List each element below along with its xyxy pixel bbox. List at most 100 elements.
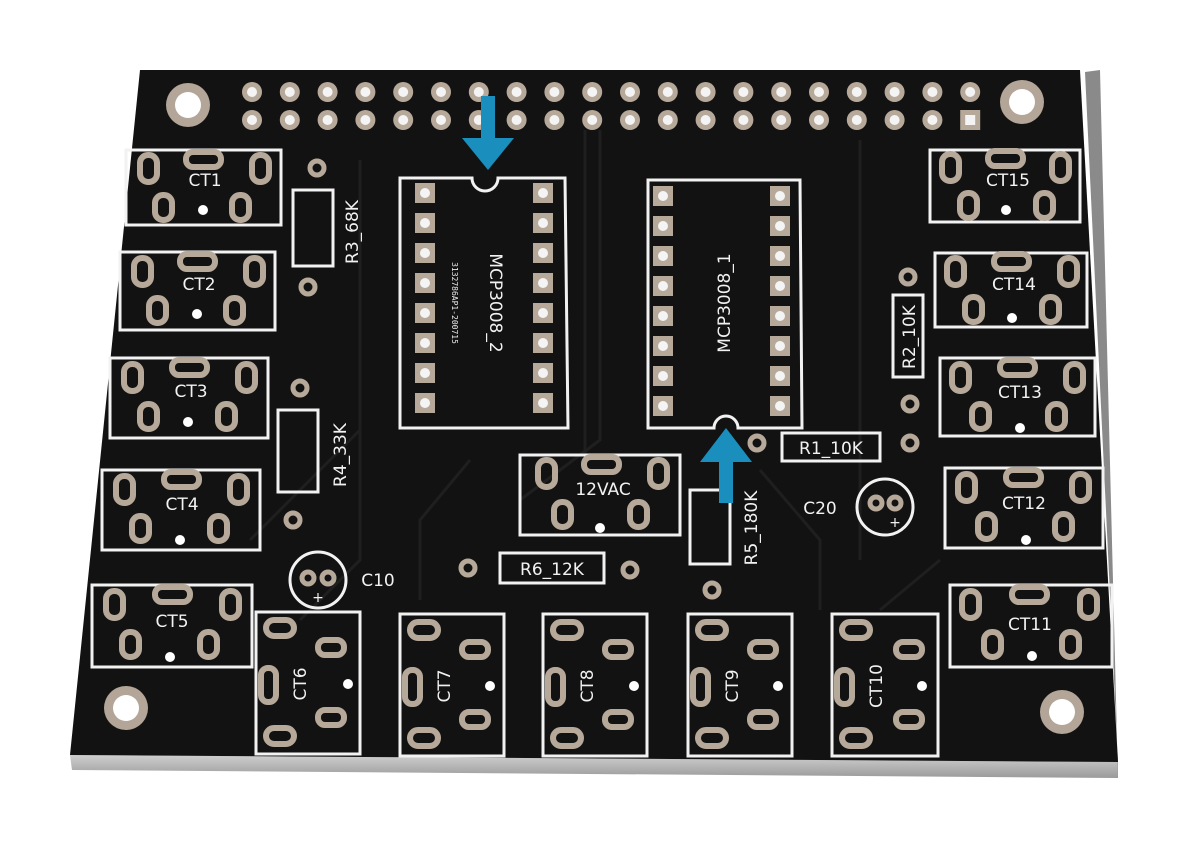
gpio-pin-hole (398, 115, 409, 125)
resistor-r4: R4_33K (276, 378, 351, 530)
ic-pin-hole (538, 278, 548, 288)
gpio-pin-hole (511, 87, 522, 97)
ic-pin-hole (538, 308, 548, 318)
arrow-up-icon (700, 428, 752, 503)
gpio-pin-hole (927, 87, 938, 97)
gpio-pin-hole (322, 87, 333, 97)
ct6-label: CT6 (291, 667, 311, 700)
gpio-pin-hole (587, 87, 598, 97)
gpio-pin-hole (511, 115, 522, 125)
c20-label: C20 (803, 499, 837, 519)
gpio-pin-hole (927, 115, 938, 125)
gpio-header (242, 82, 981, 130)
ic-pin-hole (420, 218, 430, 228)
board-edge-right (1085, 70, 1118, 778)
ct13-label: CT13 (998, 383, 1042, 403)
gpio-pin-hole (851, 87, 862, 97)
ct-connector-5: CT5 (90, 583, 254, 669)
r3-label: R3_68K (343, 199, 363, 264)
mount-hole (1049, 699, 1075, 725)
gpio-pin-hole (851, 115, 862, 125)
c10-polarity-icon: + (312, 590, 324, 606)
arrow-down-icon (462, 96, 514, 170)
ct-connector-10: CT10 (830, 612, 940, 758)
ct15-label: CT15 (986, 171, 1030, 191)
ic-socket-mcp3008-2: MCP3008_2 3132786AP1-200715 (398, 176, 570, 430)
resistor-r2: R2_10K (891, 267, 925, 453)
ic-pin-hole (658, 251, 668, 261)
c20-polarity-icon: + (889, 515, 901, 531)
ic-pin-hole (775, 221, 785, 231)
resistor-r3: R3_68K (291, 158, 363, 297)
gpio-pin-hole (625, 115, 635, 125)
mounting-holes (104, 80, 1084, 734)
gpio-pin-hole (436, 87, 446, 97)
gpio-pin-hole (776, 115, 787, 125)
gpio-pin-hole (322, 115, 333, 125)
gpio-pin-hole (436, 115, 446, 125)
gpio-pin-hole (360, 87, 371, 97)
ic-pin-hole (420, 248, 430, 258)
c10-label: C10 (361, 571, 395, 591)
gpio-pin-hole (965, 115, 976, 125)
mount-hole (113, 695, 139, 721)
ic-pin-hole (658, 401, 668, 411)
gpio-pin-hole (814, 87, 824, 97)
ct-connector-1: CT1 (124, 148, 283, 227)
ct2-label: CT2 (182, 275, 215, 295)
r5-label: R5_180K (742, 490, 762, 566)
ic-pin-hole (420, 188, 430, 198)
ic-pin-hole (538, 368, 548, 378)
gpio-pin-hole (700, 87, 711, 97)
r1-label: R1_10K (799, 439, 864, 459)
ct3-label: CT3 (174, 382, 207, 402)
ic-pin-hole (420, 398, 430, 408)
gpio-pin-hole (398, 87, 409, 97)
ct-connector-8: CT8 (541, 612, 649, 758)
ic-pin-hole (775, 191, 785, 201)
ic-pin-hole (658, 371, 668, 381)
ic-pins-left-socket (415, 183, 553, 413)
gpio-pin-hole (738, 115, 749, 125)
ic-pin-hole (658, 341, 668, 351)
gpio-pin-hole (360, 115, 371, 125)
ic-pin-hole (658, 311, 668, 321)
resistor-r6: R6_12K (458, 551, 640, 585)
ct-connector-3: CT3 (108, 356, 270, 440)
capacitor-c20: + C20 (803, 477, 915, 537)
gpio-pin-hole (587, 115, 598, 125)
ic-socket-mcp3008-1: MCP3008_1 (646, 178, 804, 430)
ct4-label: CT4 (165, 495, 198, 515)
ic-pin-hole (538, 218, 548, 228)
ct-connector-6: CT6 (254, 610, 362, 756)
ct-connector-11: CT11 (948, 583, 1114, 669)
ic-pin-hole (658, 221, 668, 231)
ic-pin-hole (775, 401, 785, 411)
ic-pin-hole (420, 338, 430, 348)
ic-pin-hole (775, 371, 785, 381)
ct5-label: CT5 (155, 612, 188, 632)
ic-pin-hole (775, 281, 785, 291)
ct10-label: CT10 (867, 664, 887, 708)
r2-label: R2_10K (900, 304, 920, 369)
ct9-label: CT9 (723, 669, 743, 702)
ct12-label: CT12 (1002, 494, 1046, 514)
r4-label: R4_33K (331, 422, 351, 487)
copper-traces (248, 130, 941, 622)
gpio-pin-hole (662, 115, 673, 125)
ic-pin-hole (538, 248, 548, 258)
ic-pin-hole (538, 188, 548, 198)
vac-label: 12VAC (575, 480, 630, 500)
resistor-r5: R5_180K (688, 488, 762, 600)
gpio-pin-hole (889, 115, 900, 125)
ct-connector-7: CT7 (398, 612, 506, 758)
gpio-pin-hole (247, 115, 257, 125)
ct7-label: CT7 (435, 669, 455, 702)
capacitor-c10: + C10 (288, 550, 395, 610)
r6-label: R6_12K (520, 560, 585, 580)
ic-pin-hole (775, 311, 785, 321)
ct-connector-9: CT9 (686, 612, 794, 758)
ct11-label: CT11 (1008, 615, 1052, 635)
ct-connector-12: CT12 (943, 466, 1105, 550)
